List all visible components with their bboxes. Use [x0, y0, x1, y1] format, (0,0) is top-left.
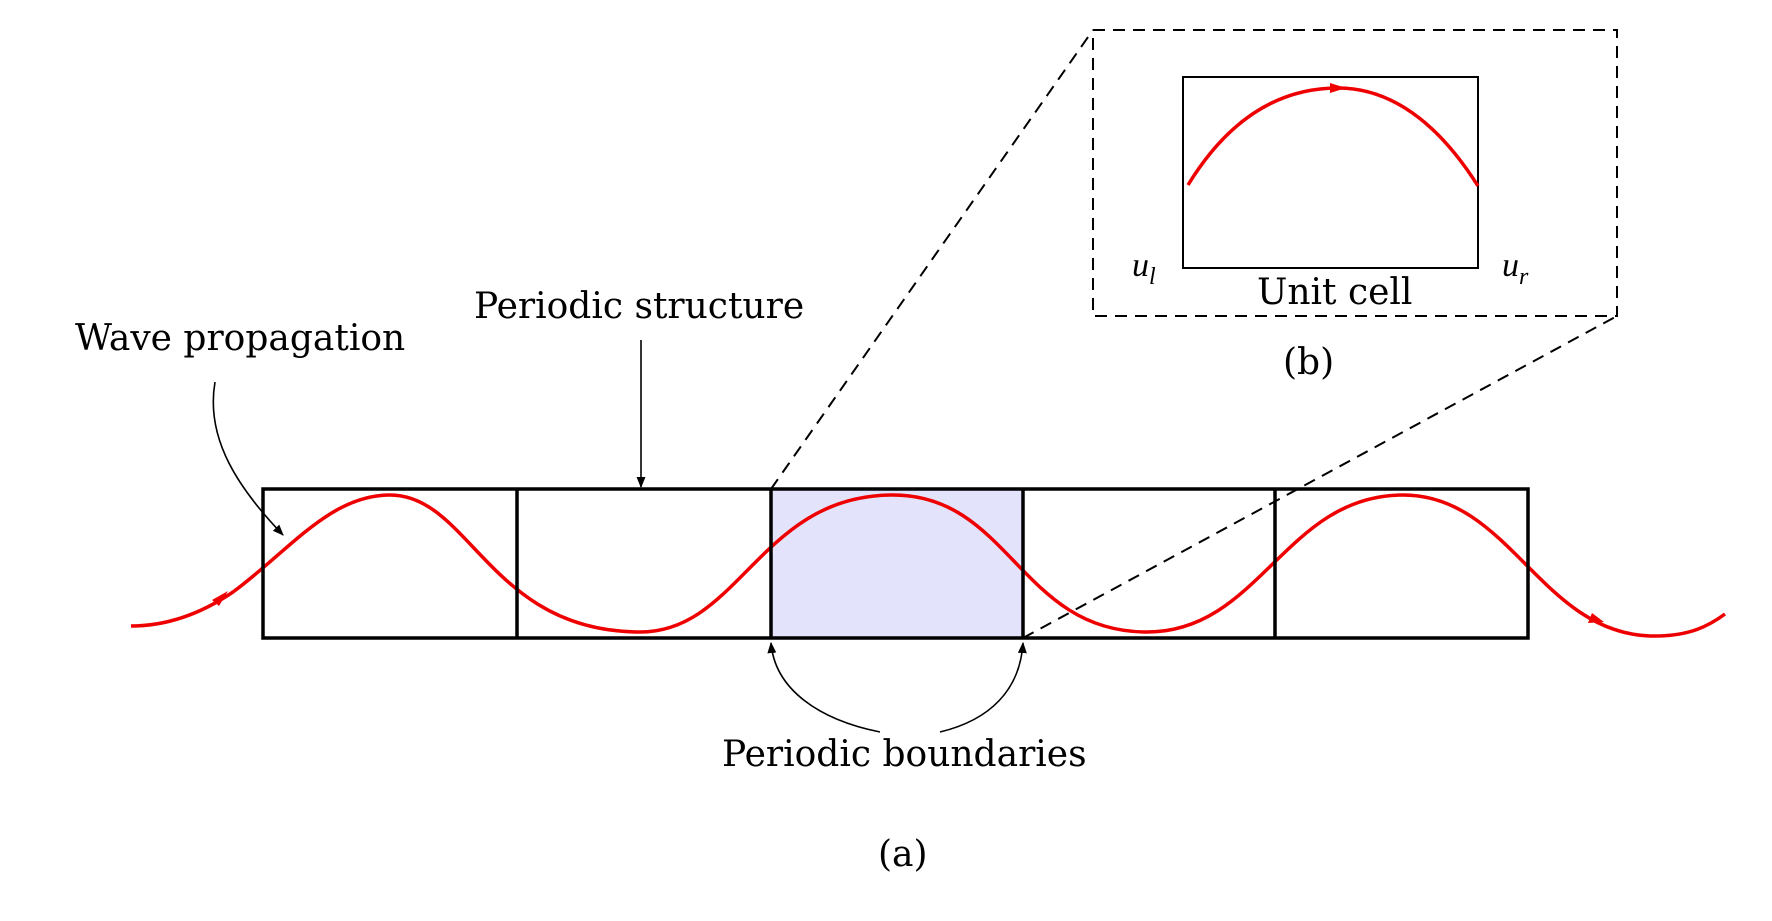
caption-a: (a): [878, 834, 928, 875]
periodic-boundary-pointer-left: [767, 641, 881, 733]
u-right-label: ur: [1502, 247, 1529, 290]
wave-propagation-pointer: [212, 381, 284, 536]
caption-b: (b): [1283, 342, 1334, 383]
zoom-lines: [770, 29, 1618, 639]
periodic-structure-cells: [261, 487, 1530, 640]
periodic-boundary-pointer-right: [939, 641, 1027, 733]
periodic-boundaries-label: Periodic boundaries: [722, 734, 1087, 775]
unit-cell-wave: [1186, 86, 1480, 187]
wave-arrow-right: [1588, 613, 1604, 623]
wave-arrow-left: [212, 591, 228, 606]
wave-propagation-label: Wave propagation: [75, 318, 405, 359]
highlighted-unit-cell: [771, 489, 1023, 638]
periodic-structure-label: Periodic structure: [474, 286, 804, 327]
unit-cell-wave-arrow: [1330, 83, 1346, 93]
unit-cell-label: Unit cell: [1257, 272, 1412, 313]
wave-curve: [130, 493, 1727, 638]
unit-cell-box: [1182, 76, 1479, 269]
u-left-label: ul: [1132, 247, 1156, 290]
inset-box: [1092, 29, 1618, 317]
